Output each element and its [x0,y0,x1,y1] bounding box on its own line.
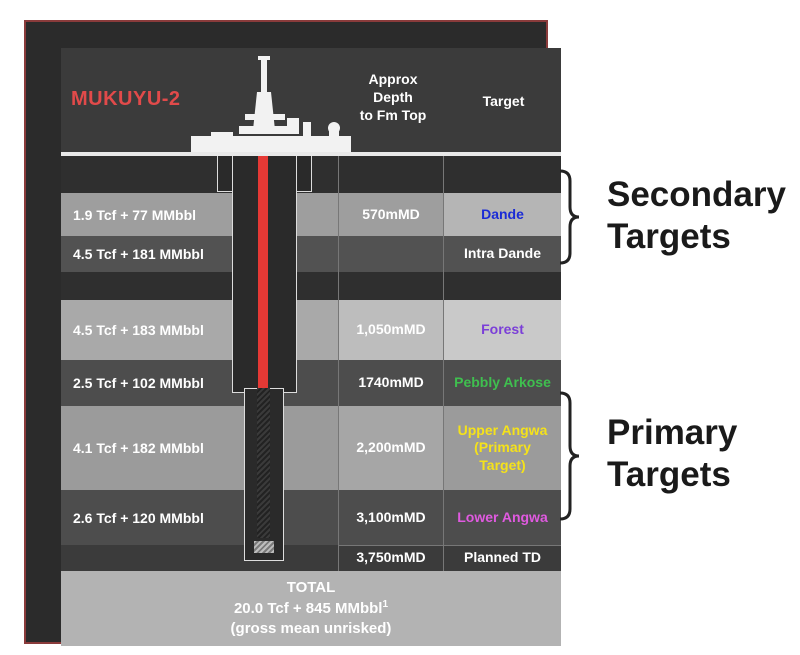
column-divider [338,156,339,571]
volume-label: 4.1 Tcf + 182 MMbbl [73,440,204,456]
primary-targets-label: Primary Targets [607,412,737,496]
target-intra-dande: Intra Dande [463,245,541,262]
well-diagram: MUKUYU-2 Approx Depth to Fm Top Target [61,48,561,646]
target-planned-td: Planned TD [463,549,541,566]
band-pebbly-arkose [61,360,561,406]
side-label-line: Targets [607,455,731,494]
target-column-header: Target [482,93,525,109]
depth-value: 1740mMD [358,374,424,391]
total-box: TOTAL 20.0 Tcf + 845 MMbbl1 (gross mean … [61,571,561,646]
side-label-line: Secondary [607,175,786,214]
open-hole [257,388,270,538]
band-upper-angwa [61,406,561,490]
total-note: (gross mean unrisked) [230,620,392,638]
target-lower-angwa: Lower Angwa [457,508,548,525]
depth-header-line: to Fm Top [359,107,427,124]
depth-header-line: Approx [368,71,418,87]
target-forest: Forest [444,300,561,360]
depth-value: 3,750mMD [356,549,426,566]
well-title: MUKUYU-2 [71,88,181,110]
casing-string [258,156,268,388]
side-label-line: Primary [607,413,738,452]
target-pebbly-arkose: Pebbly Arkose [454,374,551,391]
well-diagram-panel: MUKUYU-2 Approx Depth to Fm Top Target [24,20,561,646]
band-planned-td [61,545,561,571]
side-label-line: Targets [607,217,731,256]
volume-label: 4.5 Tcf + 181 MMbbl [73,246,204,262]
well-td-plug [254,541,274,553]
band-lower-angwa [61,490,561,545]
drilling-rig-icon [191,56,351,156]
band-intra-dande [61,236,561,272]
volume-label: 1.9 Tcf + 77 MMbbl [73,206,197,223]
depth-value: 3,100mMD [356,508,426,525]
ground-surface [61,152,561,156]
volume-label: 2.5 Tcf + 102 MMbbl [73,375,204,391]
total-label: TOTAL [286,578,336,596]
target-dande: Dande [444,193,561,236]
depth-value [339,236,443,272]
row-divider [338,545,561,546]
secondary-brace-icon [559,169,580,265]
depth-value: 570mMD [362,205,420,222]
band-gap [61,272,561,300]
primary-brace-icon [559,391,580,521]
total-value-text: 20.0 Tcf + 845 MMbbl [233,599,383,617]
total-value: 20.0 Tcf + 845 MMbbl1 [234,598,388,619]
depth-value: 1,050mMD [339,300,443,360]
depth-header-line: Depth [373,89,413,106]
footnote-mark: 1 [382,598,389,610]
depth-value: 2,200mMD [339,406,443,490]
target-upper-angwa: Upper Angwa (Primary Target) [457,421,548,473]
secondary-targets-label: Secondary Targets [607,174,786,258]
volume-label: 2.6 Tcf + 120 MMbbl [73,509,204,526]
volume-label: 4.5 Tcf + 183 MMbbl [73,322,204,338]
column-divider [443,156,444,571]
depth-column-header: Approx Depth to Fm Top [343,70,443,125]
